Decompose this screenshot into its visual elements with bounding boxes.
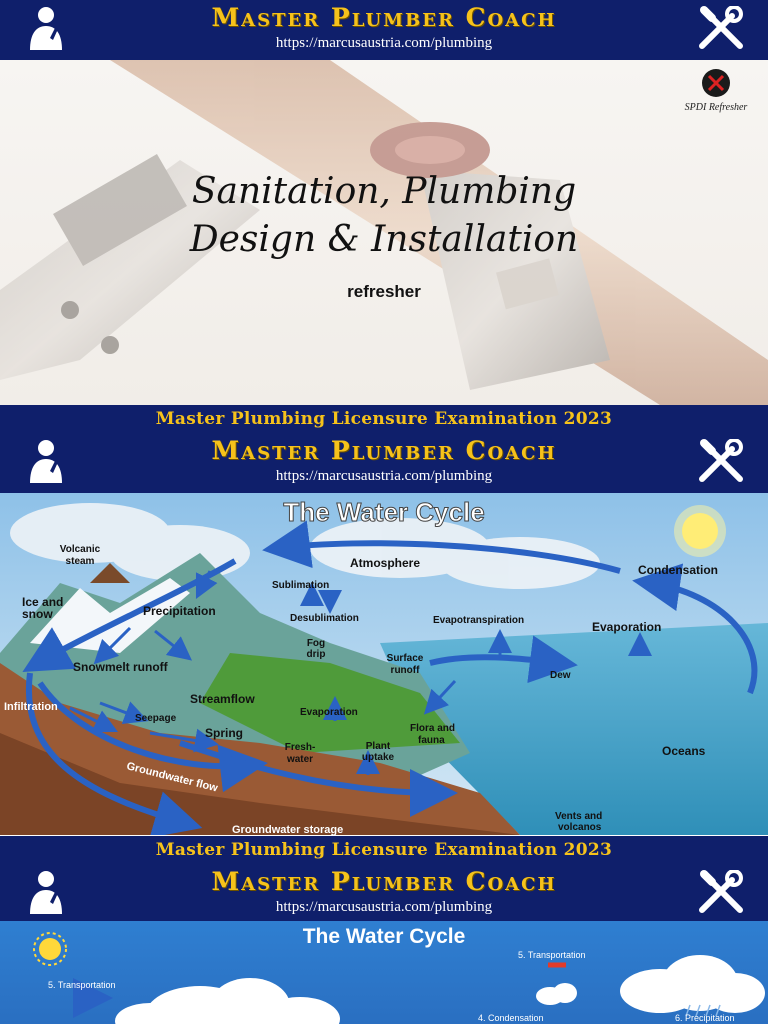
wrench-screwdriver-icon [699, 870, 743, 913]
wrench-screwdriver-icon [699, 6, 743, 49]
label-precipitation: Precipitation [143, 604, 216, 618]
title-line-2: Design & Installation [189, 219, 579, 260]
wrench-screwdriver-icon [699, 439, 743, 482]
label-water: water [286, 754, 313, 765]
thinking-person-icon [30, 440, 62, 483]
banner-url[interactable]: https://marcusaustria.com/plumbing [275, 35, 493, 51]
valve-pipe-illustration [0, 60, 768, 405]
label-snowmelt: Snowmelt runoff [73, 660, 169, 674]
label-flora: Flora and [410, 723, 455, 734]
exam-strip: Master Plumbing Licensure Examination 20… [0, 405, 768, 433]
label-transport-left: 5. Transportation [48, 980, 116, 990]
title-line-1: Sanitation, Plumbing [191, 171, 577, 212]
slide-water-cycle-2: The Water Cycle 5. Transportation 5. Tra… [0, 921, 768, 1024]
label-seepage: Seepage [135, 713, 177, 724]
label-runoff: runoff [391, 665, 421, 676]
banner-title: Master Plumber Coach [211, 867, 557, 896]
slide-title: Sanitation, Plumbing Design & Installati… [0, 168, 768, 264]
label-snow: snow [22, 607, 53, 621]
label-fog: Fog [307, 638, 325, 649]
label-evaporation-sea: Evaporation [592, 620, 661, 634]
label-spring: Spring [205, 726, 243, 740]
label-streamflow: Streamflow [190, 692, 255, 706]
wc-title: The Water Cycle [283, 497, 484, 527]
label-surface: Surface [387, 653, 424, 664]
label-evapotranspiration: Evapotranspiration [433, 615, 524, 626]
label-gw-storage: Groundwater storage [232, 824, 343, 835]
sun-icon [33, 932, 67, 966]
label-drip: drip [307, 649, 326, 660]
label-steam: steam [66, 556, 95, 567]
label-sublimation: Sublimation [272, 580, 329, 591]
banner-url[interactable]: https://marcusaustria.com/plumbing [275, 468, 493, 484]
header-banner: Master Plumber Coach https://marcusaustr… [0, 433, 768, 493]
label-fauna: fauna [418, 735, 445, 746]
label-ice: Ice and [22, 595, 63, 609]
header-banner: Master Plumber Coach https://marcusaustr… [0, 864, 768, 921]
label-vents: Vents and [555, 811, 602, 822]
banner-title: Master Plumber Coach [211, 436, 557, 465]
logo-label: SPDI Refresher [684, 102, 748, 113]
label-volcanos: volcanos [558, 822, 602, 833]
exam-strip: Master Plumbing Licensure Examination 20… [0, 836, 768, 864]
label-transport-right: 5. Transportation [518, 950, 586, 960]
label-atmosphere: Atmosphere [350, 556, 420, 570]
water-cycle-illustration: 5. Transportation 5. Transportation 4. C… [33, 932, 765, 1024]
banner-title: Master Plumber Coach [211, 3, 557, 32]
label-infiltration: Infiltration [4, 701, 58, 713]
slide-subtitle: refresher [347, 282, 421, 301]
label-dew: Dew [550, 670, 571, 681]
slide3-title: The Water Cycle [302, 925, 466, 948]
label-desublimation: Desublimation [290, 613, 359, 624]
thinking-person-icon [30, 7, 62, 50]
banner-url[interactable]: https://marcusaustria.com/plumbing [275, 899, 493, 915]
label-condensation: 4. Condensation [478, 1013, 544, 1023]
label-condensation: Condensation [638, 563, 718, 577]
label-precipitation: 6. Precipitation [675, 1013, 735, 1023]
label-evaporation-land: Evaporation [300, 707, 358, 718]
slide-water-cycle: The Water Cycle Volcanic [0, 493, 768, 835]
cloud-icon [115, 955, 765, 1024]
water-cycle-diagram: The Water Cycle Volcanic [0, 493, 768, 835]
label-volcanic: Volcanic [60, 544, 101, 555]
thinking-person-icon [30, 871, 62, 914]
spdi-logo: SPDI Refresher [676, 68, 756, 113]
label-uptake: uptake [362, 752, 395, 763]
label-plant: Plant [366, 741, 391, 752]
label-fresh: Fresh- [285, 742, 316, 753]
spdi-logo-icon [702, 69, 730, 97]
cloud-icon [10, 503, 600, 589]
sun-icon [674, 505, 726, 557]
slide-title-card: Sanitation, Plumbing Design & Installati… [0, 60, 768, 405]
header-banner: Master Plumber Coach https://marcusaustr… [0, 0, 768, 60]
label-oceans: Oceans [662, 744, 706, 758]
